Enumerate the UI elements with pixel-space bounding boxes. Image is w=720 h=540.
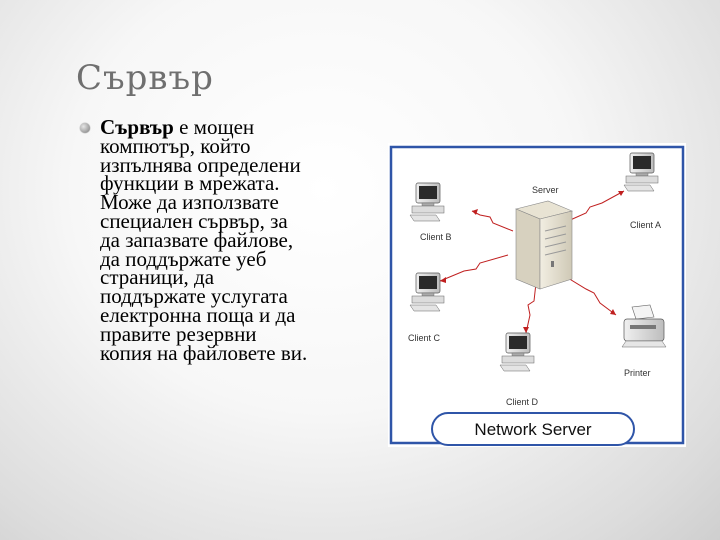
arrowheads [440,191,624,333]
bullet-line: правите резервни [100,321,257,346]
network-server-diagram: Server Client A Client B Client C Client… [388,143,686,447]
server-label: Server [532,185,559,195]
client-b-label: Client B [420,232,452,242]
bullet-line: Може да използвате [100,190,279,215]
server-tower-icon [515,200,573,290]
bullet-line: поддържате услугата [100,284,288,309]
bullet-line: функции в мрежата. [100,171,280,196]
bullet-text: Сървър е мощен компютър, който изпълнява… [100,115,390,365]
slide-title: Сървър [76,58,214,98]
link-client-c [439,254,509,282]
bullet-line: копия на файловете ви. [100,340,308,365]
link-printer [562,274,617,316]
client-a-label: Client A [630,220,661,230]
bullet-bold-term: Сървър [100,115,174,139]
client-c-label: Client C [408,333,441,343]
printer-icon [621,304,667,348]
client-d-label: Client D [506,397,539,407]
bullet-line: компютър, който [100,133,251,158]
diagram-caption: Network Server [474,420,591,439]
link-client-d [525,282,537,334]
bullet-line: изпълнява определени [100,152,301,177]
bullet-line: специален сървър, за [100,208,288,233]
bullet-line: електронна поща и да [100,302,296,327]
bullet-icon [80,123,90,133]
bullet-line: да поддържате уеб [100,246,267,271]
printer-label: Printer [624,368,651,378]
link-client-b [471,210,514,232]
bullet-line: да запазвате файлове, [100,227,294,252]
caption-box [431,412,635,446]
bullet-line: е мощен [173,115,255,139]
link-client-a [567,190,625,222]
bullet-line: страници, да [100,265,215,290]
